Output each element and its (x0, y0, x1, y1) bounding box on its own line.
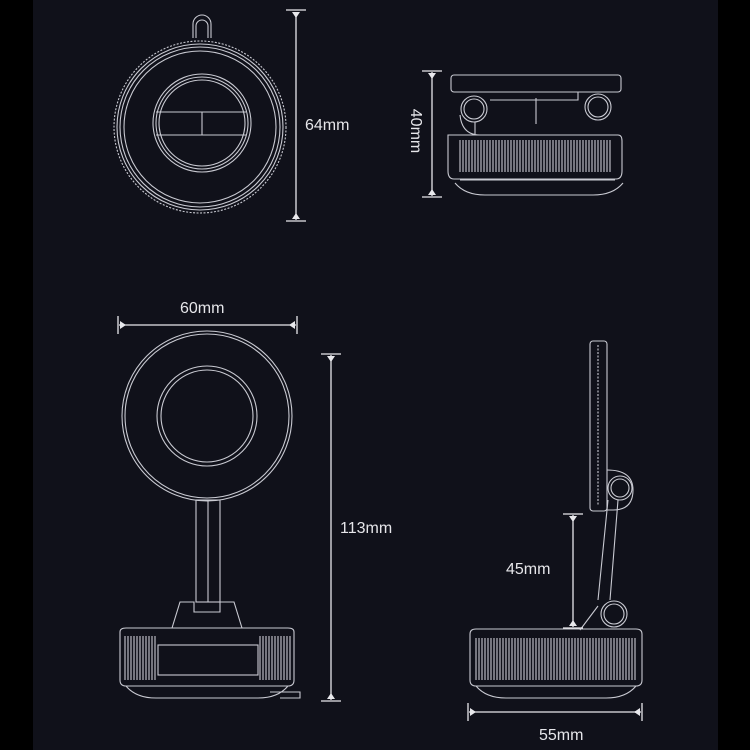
label-113mm: 113mm (340, 520, 393, 537)
dimension-45mm (563, 513, 583, 629)
label-64mm: 64mm (305, 117, 350, 134)
side-view-folded (447, 74, 624, 196)
dimension-40mm (422, 70, 442, 198)
dimension-60mm (117, 316, 298, 334)
label-55mm: 55mm (539, 727, 584, 744)
label-40mm: 40mm (407, 108, 425, 154)
label-45mm: 45mm (506, 561, 551, 578)
knurl-lines (459, 140, 611, 172)
label-60mm: 60mm (180, 300, 225, 317)
dimension-113mm (321, 353, 341, 702)
dimension-55mm (467, 703, 643, 721)
knurl-lines (124, 636, 291, 680)
dimension-64mm (286, 9, 306, 222)
side-view-stand (469, 340, 643, 699)
front-view-stand (119, 330, 301, 699)
diagram-panel (33, 0, 718, 750)
knurl-lines (475, 638, 636, 680)
top-view-disc (113, 14, 287, 214)
